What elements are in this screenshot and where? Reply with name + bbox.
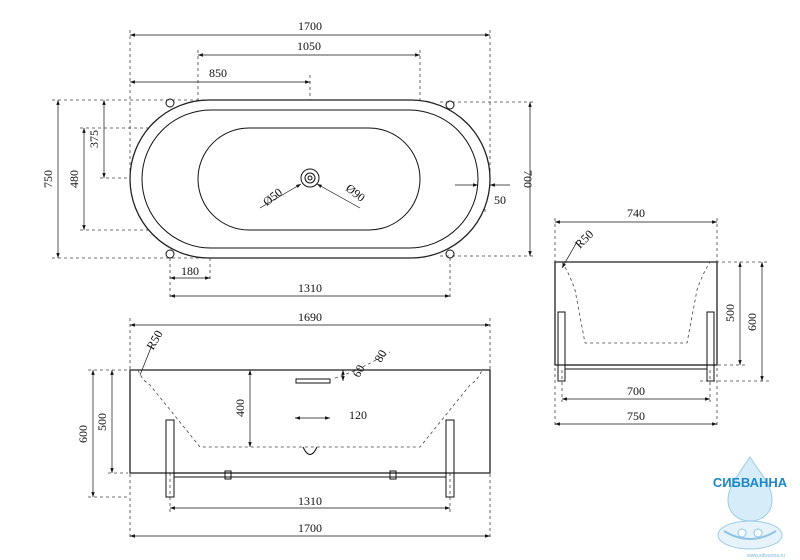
dim-top-480: 480 bbox=[67, 170, 81, 188]
dim-front-1690: 1690 bbox=[298, 310, 322, 324]
tub-inner-rim bbox=[141, 109, 479, 249]
dim-top-375: 375 bbox=[87, 130, 101, 148]
frame-bar bbox=[173, 472, 447, 478]
tub-outer-rim bbox=[129, 99, 491, 259]
leg bbox=[165, 419, 175, 498]
leg bbox=[557, 311, 566, 382]
dim-top-700: 700 bbox=[521, 170, 535, 188]
brand-name: СИБВАННА bbox=[713, 475, 788, 490]
dim-front-1700: 1700 bbox=[298, 521, 322, 535]
foot-marker bbox=[165, 98, 175, 108]
dim-side-750: 750 bbox=[627, 409, 645, 423]
dim-front-400: 400 bbox=[233, 399, 247, 417]
dim-top-1700: 1700 bbox=[298, 19, 322, 33]
dim-top-750: 750 bbox=[41, 170, 55, 188]
dim-front-1310: 1310 bbox=[298, 494, 322, 508]
dim-top-1310: 1310 bbox=[298, 281, 322, 295]
side-view: 740 R50 500 600 700 750 bbox=[554, 206, 770, 428]
dim-front-80: 80 bbox=[371, 347, 389, 364]
dim-top-180: 180 bbox=[181, 264, 199, 278]
overflow-icon bbox=[295, 378, 331, 384]
top-view: 1700 1050 850 750 480 375 700 50 180 131… bbox=[41, 19, 535, 300]
dim-front-600: 600 bbox=[76, 425, 90, 443]
dim-front-120: 120 bbox=[349, 408, 367, 422]
brand-url: www.sibvanna.ru bbox=[747, 553, 785, 559]
leg bbox=[706, 311, 715, 382]
foot-marker bbox=[165, 249, 175, 259]
dim-side-740: 740 bbox=[627, 206, 645, 220]
dim-side-700: 700 bbox=[627, 384, 645, 398]
frame-bar bbox=[564, 364, 708, 370]
leg bbox=[445, 419, 455, 498]
foot-marker bbox=[445, 100, 455, 110]
tub-body-front bbox=[129, 369, 491, 474]
tub-body-side bbox=[554, 261, 718, 366]
drain-icon bbox=[259, 168, 361, 209]
dim-top-850: 850 bbox=[209, 66, 227, 80]
dim-top-1050: 1050 bbox=[297, 39, 321, 53]
dim-top-50: 50 bbox=[494, 193, 506, 207]
dim-front-r50: R50 bbox=[143, 328, 165, 352]
dim-side-500: 500 bbox=[723, 304, 737, 322]
dim-front-500: 500 bbox=[95, 413, 109, 431]
dim-side-600: 600 bbox=[745, 313, 759, 331]
dim-side-r50: R50 bbox=[572, 227, 596, 251]
tub-basin bbox=[197, 127, 421, 231]
foot-marker bbox=[445, 249, 455, 259]
front-view: 1690 R50 600 500 400 60 80 120 1310 1700 bbox=[76, 310, 491, 540]
brand-logo: СИБВАННА www.sibvanna.ru bbox=[713, 456, 788, 559]
